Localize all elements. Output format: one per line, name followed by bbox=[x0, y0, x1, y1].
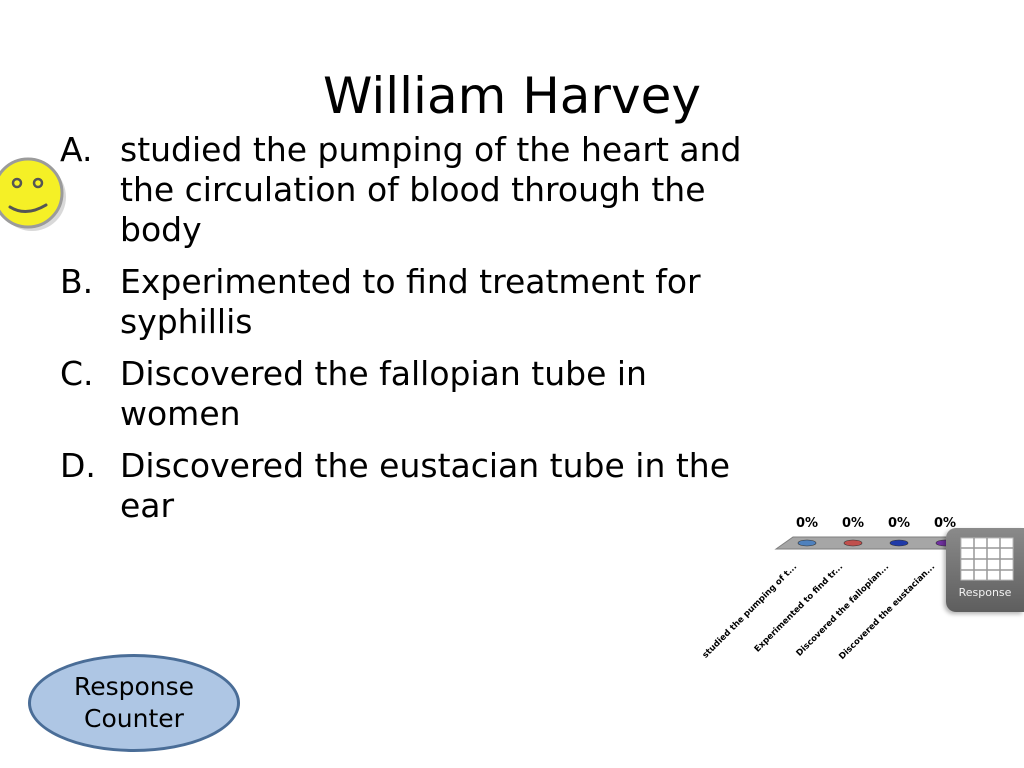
answer-text: studied the pumping of the heart and the… bbox=[120, 130, 742, 249]
answer-option-a[interactable]: A. studied the pumping of the heart and … bbox=[60, 130, 760, 250]
response-chart: 0% studied the pumping of t... 0% Experimen… bbox=[701, 516, 970, 662]
answer-text: Discovered the eustacian tube in the ear bbox=[120, 446, 731, 525]
answer-option-c[interactable]: C. Discovered the fallopian tube in wome… bbox=[60, 354, 760, 434]
response-counter[interactable]: Response Counter bbox=[28, 654, 240, 752]
chart-data-label: 0% bbox=[934, 516, 956, 531]
chart-data-label: 0% bbox=[796, 516, 818, 531]
chart-floor bbox=[774, 536, 970, 550]
answer-letter: B. bbox=[60, 262, 94, 301]
answer-text: Discovered the fallopian tube in women bbox=[120, 354, 647, 433]
answer-text: Experimented to find treatment for syphi… bbox=[120, 262, 701, 341]
chart-category-label: Experimented to find tr... bbox=[753, 562, 845, 654]
answer-option-d[interactable]: D. Discovered the eustacian tube in the … bbox=[60, 446, 760, 526]
slide-title: William Harvey bbox=[323, 67, 701, 125]
response-button[interactable]: Response bbox=[946, 528, 1024, 612]
grid-icon bbox=[960, 537, 1014, 581]
response-button-label: Response bbox=[958, 586, 1012, 599]
chart-category-label: Discovered the eustacian... bbox=[837, 562, 937, 662]
answer-letter: D. bbox=[60, 446, 96, 485]
chart-bar-top bbox=[843, 539, 863, 547]
answer-letter: C. bbox=[60, 354, 94, 393]
answer-option-b[interactable]: B. Experimented to find treatment for sy… bbox=[60, 262, 760, 342]
smiley-icon bbox=[0, 157, 66, 231]
chart-data-label: 0% bbox=[842, 516, 864, 531]
chart-category-label: Discovered the fallopian... bbox=[795, 562, 892, 659]
chart-bar-top bbox=[797, 539, 817, 547]
answer-letter: A. bbox=[60, 130, 93, 169]
chart-data-label: 0% bbox=[888, 516, 910, 531]
answer-list: A. studied the pumping of the heart and … bbox=[60, 130, 760, 538]
chart-category-label: studied the pumping of t... bbox=[701, 562, 799, 660]
chart-bar-top bbox=[889, 539, 909, 547]
